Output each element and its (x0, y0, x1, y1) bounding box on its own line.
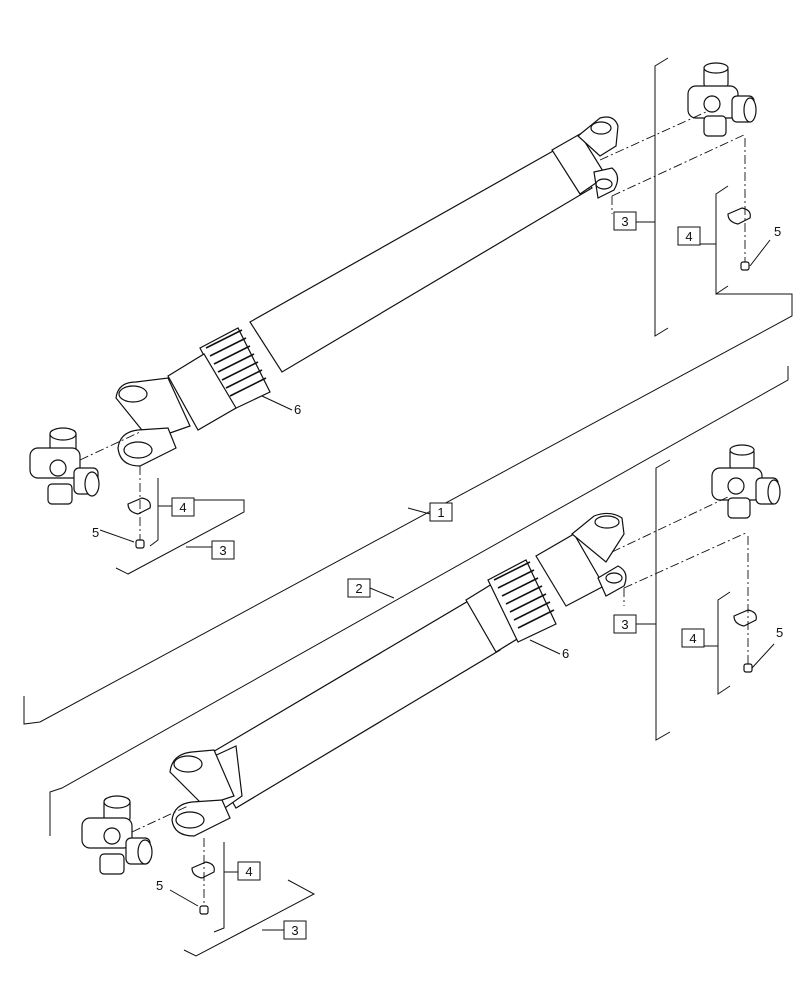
top-right-yoke-bracket (654, 57, 669, 337)
callout-top-left-bolt-group: 4 (171, 497, 195, 517)
callout-label: 4 (179, 500, 186, 515)
top-right-lock-strap (727, 207, 751, 225)
top-driveshaft (29, 57, 793, 575)
callout-top-right-yoke: 3 (613, 211, 637, 231)
top-left-lock-strap (127, 497, 151, 515)
callout-bottom-boot: 6 (562, 646, 569, 661)
top-left-yoke-bracket (115, 499, 245, 575)
callout-assembly-2: 2 (347, 578, 371, 598)
callout-label: 1 (437, 505, 444, 520)
bottom-bellows-boot (487, 559, 557, 643)
callout-label: 4 (689, 631, 696, 646)
top-right-bolt (740, 261, 750, 271)
callout-top-right-bolt-group: 4 (677, 226, 701, 246)
callout-label: 3 (621, 214, 628, 229)
bottom-shaft-tube (205, 599, 501, 809)
callout-assembly-1: 1 (429, 502, 453, 522)
bottom-right-universal-joint (711, 444, 781, 519)
bottom-left-group-bracket (213, 842, 225, 933)
top-left-universal-joint (29, 427, 100, 505)
callout-top-right-bolt: 5 (774, 224, 781, 239)
callout-label: 4 (245, 864, 252, 879)
callout-bottom-right-bolt-group: 4 (681, 628, 705, 648)
callout-top-boot: 6 (294, 402, 301, 417)
top-bellows-boot (199, 327, 271, 411)
bottom-left-lock-strap (191, 861, 215, 879)
callout-label: 3 (621, 617, 628, 632)
assembly-2-bracket (49, 366, 789, 836)
callout-bottom-left-bolt: 5 (156, 878, 163, 893)
top-left-yoke (115, 377, 191, 467)
callout-bottom-left-yoke: 3 (283, 920, 307, 940)
top-left-group-bracket (149, 478, 159, 547)
callout-label: 2 (355, 581, 362, 596)
top-shaft-left-stub (167, 353, 237, 431)
bottom-left-yoke (169, 749, 235, 837)
callout-label: 3 (291, 923, 298, 938)
bottom-right-bolt (743, 663, 753, 673)
top-left-bolt (135, 539, 145, 549)
bottom-right-group-bracket (717, 591, 731, 695)
bottom-right-lock-strap (733, 609, 757, 627)
bottom-left-yoke-bracket (183, 879, 316, 957)
top-shaft-tube (249, 145, 593, 373)
top-right-universal-joint (687, 62, 757, 137)
bottom-left-bolt (199, 905, 209, 915)
callout-label: 4 (685, 229, 692, 244)
bottom-right-yoke (571, 512, 627, 597)
callout-label: 3 (219, 543, 226, 558)
bottom-driveshaft (81, 444, 781, 957)
bottom-right-yoke-bracket (655, 459, 671, 741)
top-right-group-bracket (715, 185, 729, 295)
callout-bottom-right-bolt: 5 (776, 625, 783, 640)
assembly-1-bracket (23, 306, 793, 725)
top-right-yoke (577, 116, 619, 199)
callout-top-left-bolt: 5 (92, 525, 99, 540)
callout-bottom-right-yoke: 3 (613, 614, 637, 634)
bottom-left-universal-joint (81, 795, 153, 875)
callout-top-left-yoke: 3 (211, 540, 235, 560)
callout-bottom-left-bolt-group: 4 (237, 861, 261, 881)
